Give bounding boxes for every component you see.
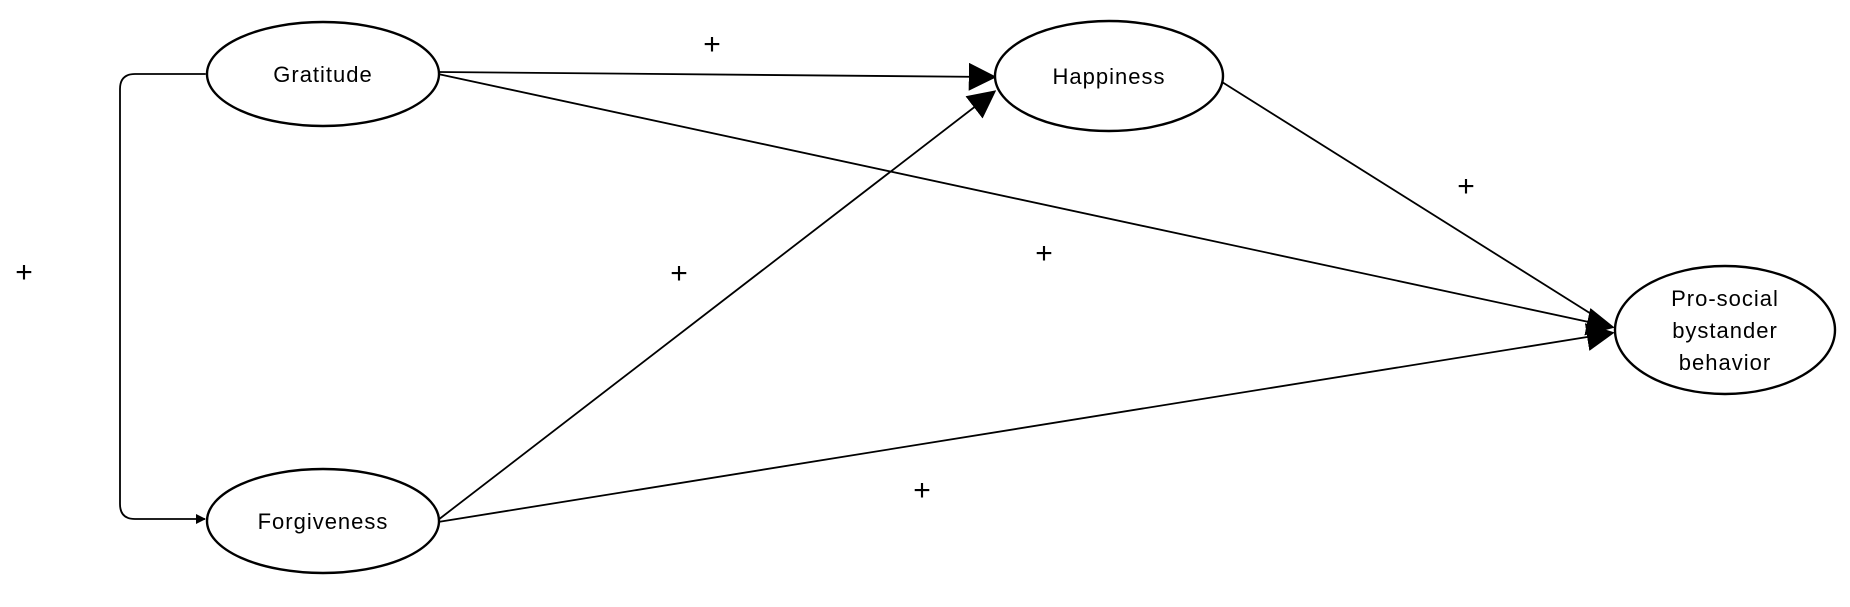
edge-gratitude-happiness <box>437 62 997 91</box>
node-prosocial: Pro-social bystander behavior <box>1613 264 1837 396</box>
node-forgiveness-ellipse <box>205 467 441 575</box>
node-happiness: Happiness <box>993 19 1225 133</box>
node-gratitude: Gratitude <box>205 20 441 128</box>
node-prosocial-label-line-3: behavior <box>1679 350 1771 375</box>
edge-gratitude-forgiveness <box>119 69 214 524</box>
sign-forgiveness-happiness: + <box>670 257 688 290</box>
edge-forgiveness-happiness <box>437 90 997 521</box>
node-gratitude-ellipse <box>205 20 441 128</box>
sign-happiness-prosocial: + <box>1457 170 1475 203</box>
edge-happiness-prosocial <box>1221 81 1613 328</box>
node-gratitude-label: Gratitude <box>273 62 373 87</box>
node-prosocial-label-line-1: Pro-social <box>1671 286 1779 311</box>
edge-gratitude-prosocial <box>437 73 1615 336</box>
edge-forgiveness-prosocial <box>437 323 1615 523</box>
sign-gratitude-prosocial: + <box>1035 237 1053 270</box>
sign-gratitude-happiness: + <box>703 28 721 61</box>
sign-gratitude-forgiveness: + <box>15 256 33 289</box>
node-prosocial-label-line-2: bystander <box>1672 318 1778 343</box>
node-prosocial-ellipse <box>1613 264 1837 396</box>
node-happiness-ellipse <box>993 19 1225 133</box>
node-forgiveness: Forgiveness <box>205 467 441 575</box>
node-forgiveness-label: Forgiveness <box>258 509 389 534</box>
sign-forgiveness-prosocial: + <box>913 474 931 507</box>
node-happiness-label: Happiness <box>1053 64 1166 89</box>
